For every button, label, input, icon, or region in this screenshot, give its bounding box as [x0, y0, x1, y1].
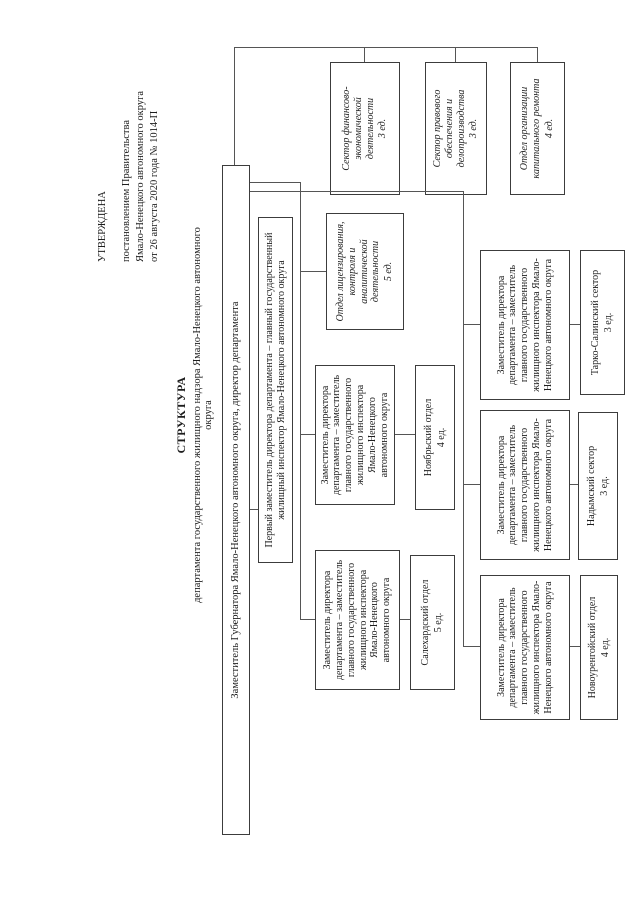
deputy-tarko-sale-label: Заместитель директора департамента – зам… — [495, 258, 554, 392]
stamp-by-line1: постановлением Правительства — [121, 119, 132, 262]
page-title: СТРУКТУРА — [174, 376, 188, 454]
org-box-licensing-unit: Отдел лицензирования, контроля и аналити… — [326, 213, 404, 330]
org-box-capital-repair-unit: Отдел организации капитального ремонта 4… — [510, 62, 565, 195]
deputy-novy-urengoy-label: Заместитель директора департамента – зам… — [495, 580, 554, 715]
salekhard-unit-label: Салехардский отдел — [420, 579, 432, 666]
connector-line — [570, 646, 580, 647]
connector-line — [300, 434, 315, 435]
org-box-tarko-sale-unit: Тарко-Салинский сектор 3 ед. — [580, 250, 625, 395]
stamp-spacer — [110, 17, 120, 262]
org-box-novy-urengoy-unit: Новоуренгойский отдел 4 ед. — [580, 575, 618, 720]
connector-line — [570, 484, 578, 485]
org-box-deputy-nadym: Заместитель директора департамента – зам… — [480, 410, 570, 560]
licensing-unit-label: Отдел лицензирования, контроля и аналити… — [335, 221, 382, 322]
legal-sector-label: Сектор правового обеспечения и делопроиз… — [431, 89, 467, 168]
salekhard-unit-staff: 5 ед. — [433, 612, 444, 633]
capital-repair-label: Отдел организации капитального ремонта — [519, 78, 543, 179]
connector-line — [364, 48, 365, 62]
org-box-noyabrsk-unit: Ноябрьский отдел 4 ед. — [415, 365, 455, 510]
nadym-unit-label: Надымский сектор — [585, 445, 597, 527]
noyabrsk-unit-staff: 4 ед. — [435, 427, 447, 448]
org-box-director: Заместитель Губернатора Ямало-Ненецкого … — [222, 165, 250, 835]
page-subtitle: департамента государственного жилищного … — [192, 227, 214, 603]
deputy-noyabrsk-label: Заместитель директора департамента – зам… — [319, 374, 390, 496]
connector-line — [463, 191, 464, 647]
approval-stamp: УТВЕРЖДЕНА постановлением Правительства … — [96, 17, 162, 262]
connector-line — [300, 271, 326, 272]
connector-line — [463, 646, 480, 647]
org-box-deputy-noyabrsk: Заместитель директора департамента – зам… — [315, 365, 395, 505]
capital-repair-staff: 4 ед. — [543, 118, 555, 139]
org-box-deputy-tarko-sale: Заместитель директора департамента – зам… — [480, 250, 570, 400]
nadym-unit-staff: 3 ед. — [598, 476, 610, 496]
connector-line — [250, 509, 258, 510]
org-box-deputy-salekhard: Заместитель директора департамента – зам… — [315, 550, 400, 690]
org-box-legal-sector: Сектор правового обеспечения и делопроиз… — [425, 62, 487, 195]
deputy-salekhard-label: Заместитель директора департамента – зам… — [322, 559, 393, 681]
connector-line — [463, 324, 480, 325]
connector-line — [250, 191, 463, 192]
licensing-unit-staff: 5 ед. — [383, 261, 395, 282]
org-box-first-deputy: Первый заместитель директора департамент… — [258, 217, 293, 563]
connector-line — [463, 484, 480, 485]
connector-line — [300, 182, 301, 620]
noyabrsk-unit-label: Ноябрьский отдел — [422, 398, 434, 477]
finance-sector-label: Сектор финансово-экономической деятельно… — [340, 86, 376, 171]
tarko-sale-unit-staff: 3 ед. — [603, 312, 614, 333]
connector-line — [570, 324, 580, 325]
finance-sector-staff: 3 ед. — [377, 118, 389, 139]
connector-line — [300, 619, 315, 620]
connector-line — [400, 619, 410, 620]
stamp-by-line2: Ямало-Ненецкого автономного округа — [135, 90, 146, 262]
connector-line — [455, 48, 456, 62]
org-box-first-deputy-label: Первый заместитель директора департамент… — [263, 232, 287, 548]
org-box-salekhard-unit: Салехардский отдел 5 ед. — [410, 555, 455, 690]
legal-sector-staff: 3 ед. — [468, 118, 480, 139]
org-box-nadym-unit: Надымский сектор 3 ед. — [578, 412, 618, 560]
novy-urengoy-unit-staff: 4 ед. — [599, 637, 611, 658]
connector-line — [537, 48, 538, 62]
connector-line — [395, 434, 415, 435]
org-box-finance-sector: Сектор финансово-экономической деятельно… — [330, 62, 400, 195]
tarko-sale-unit-label: Тарко-Салинский сектор — [590, 269, 602, 376]
title-block: СТРУКТУРА департамента государственного … — [174, 225, 214, 605]
org-box-deputy-novy-urengoy: Заместитель директора департамента – зам… — [480, 575, 570, 720]
connector-line — [250, 182, 300, 183]
novy-urengoy-unit-label: Новоуренгойский отдел — [586, 596, 598, 699]
connector-line — [234, 47, 538, 48]
org-box-director-label: Заместитель Губернатора Ямало-Ненецкого … — [229, 301, 241, 699]
stamp-by-line3: от 26 августа 2020 года № 1014-П — [149, 110, 160, 262]
connector-line — [234, 48, 235, 165]
stamp-approved: УТВЕРЖДЕНА — [97, 191, 108, 262]
deputy-nadym-label: Заместитель директора департамента – зам… — [495, 418, 554, 552]
